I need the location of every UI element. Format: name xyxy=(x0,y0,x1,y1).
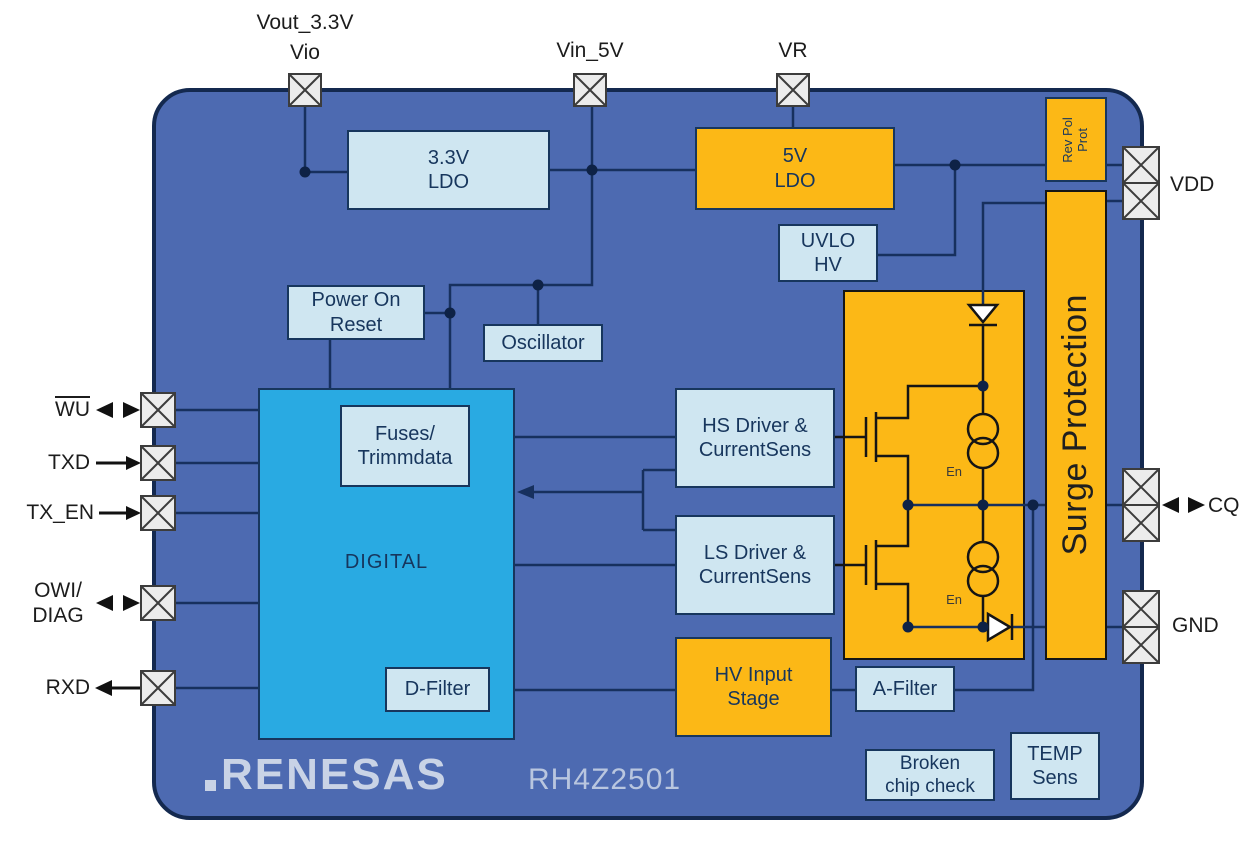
ls-current-source-icon xyxy=(966,564,1000,598)
pin-tx-en xyxy=(140,495,176,531)
logo-text: RENESAS xyxy=(221,750,448,799)
pin-gnd xyxy=(1122,590,1160,664)
pin-label-vout: Vout_3.3V xyxy=(256,11,354,34)
block-3v3-ldo-label: 3.3V LDO xyxy=(427,146,470,193)
pin-vin5v xyxy=(573,73,607,107)
rxd-output-arrow-icon xyxy=(95,680,141,696)
block-surge-protection: Surge Protection xyxy=(1045,190,1107,660)
hs-mosfet-source xyxy=(876,454,910,505)
pin-label-vio: Vio xyxy=(290,41,320,64)
output-stage-circuit xyxy=(835,303,1014,643)
wu-bidirectional-arrow-icon xyxy=(96,402,140,418)
junction-dots xyxy=(299,159,1039,633)
hs-current-source-icon xyxy=(966,436,1000,470)
pin-label-rxd: RXD xyxy=(45,676,90,699)
block-uvlo-hv: UVLO HV xyxy=(778,224,878,282)
block-5v-ldo: 5V LDO xyxy=(695,127,895,210)
ls-current-source-icon xyxy=(966,540,1000,574)
block-uvlo-hv-label: UVLO HV xyxy=(800,229,856,276)
pin-label-vr: VR xyxy=(778,39,808,62)
pin-label-vin5v: Vin_5V xyxy=(556,39,624,62)
pin-label-owi-diag: OWI/ DIAG xyxy=(32,579,84,628)
pin-label-vdd: VDD xyxy=(1170,173,1215,196)
tx-en-input-arrow-icon xyxy=(99,506,141,520)
pin-vdd xyxy=(1122,146,1160,220)
block-a-filter-label: A-Filter xyxy=(872,677,938,700)
pin-vio xyxy=(288,73,322,107)
pin-rxd xyxy=(140,670,176,706)
pin-label-gnd: GND xyxy=(1172,614,1219,637)
block-oscillator: Oscillator xyxy=(483,324,603,362)
block-a-filter: A-Filter xyxy=(855,666,955,712)
enable-label-hs: En xyxy=(946,464,962,479)
wires xyxy=(175,106,1123,692)
pin-pads xyxy=(140,73,1160,706)
pin-label-txd: TXD xyxy=(48,451,90,474)
top-diode-icon xyxy=(966,303,1000,327)
bottom-diode-icon xyxy=(986,611,1014,643)
block-temp-sens-label: TEMP Sens xyxy=(1027,742,1083,789)
pin-vr xyxy=(776,73,810,107)
pin-label-cq: CQ xyxy=(1208,494,1240,517)
block-hv-input-stage: HV Input Stage xyxy=(675,637,832,737)
block-ls-driver: LS Driver & CurrentSens xyxy=(675,515,835,615)
pin-cq xyxy=(1122,468,1160,542)
block-hv-input-stage-label: HV Input Stage xyxy=(714,663,793,710)
pin-wu xyxy=(140,392,176,428)
block-broken-chip-check-label: Broken chip check xyxy=(885,752,975,797)
owi-bidirectional-arrow-icon xyxy=(96,595,140,611)
hs-mosfet-gate xyxy=(835,412,878,462)
block-fuses-trimmdata-label: Fuses/ Trimmdata xyxy=(357,422,453,469)
block-broken-chip-check: Broken chip check xyxy=(865,749,995,801)
pin-owi-diag xyxy=(140,585,176,621)
pin-label-tx-en: TX_EN xyxy=(26,501,94,524)
block-oscillator-label: Oscillator xyxy=(501,331,585,354)
block-d-filter: D-Filter xyxy=(385,667,490,712)
renesas-logo: RENESAS xyxy=(205,750,448,800)
block-output-stage xyxy=(843,290,1025,660)
pin-label-wu: WU xyxy=(55,398,90,421)
block-power-on-reset-label: Power On Reset xyxy=(311,289,401,336)
part-number: RH4Z2501 xyxy=(528,763,682,796)
block-digital-label: DIGITAL xyxy=(344,551,429,573)
block-d-filter-label: D-Filter xyxy=(404,678,471,701)
block-power-on-reset: Power On Reset xyxy=(287,285,425,340)
block-3v3-ldo: 3.3V LDO xyxy=(347,130,550,210)
digital-feedback-arrow-icon xyxy=(517,485,534,499)
logo-square-mark xyxy=(205,780,216,791)
block-temp-sens: TEMP Sens xyxy=(1010,732,1100,800)
block-fuses-trimmdata: Fuses/ Trimmdata xyxy=(340,405,470,487)
block-rev-pol-prot: Rev Pol Prot xyxy=(1045,97,1107,182)
hs-mosfet-drain xyxy=(876,384,983,420)
ls-mosfet-source xyxy=(876,582,910,627)
block-hs-driver-label: HS Driver & CurrentSens xyxy=(698,414,812,461)
ls-mosfet-drain xyxy=(876,505,910,548)
txd-input-arrow-icon xyxy=(96,456,141,470)
pin-txd xyxy=(140,445,176,481)
ls-mosfet-gate xyxy=(835,540,878,590)
block-ls-driver-label: LS Driver & CurrentSens xyxy=(698,541,812,588)
enable-label-ls: En xyxy=(946,592,962,607)
pin-arrows xyxy=(95,402,1205,696)
hs-current-source-icon xyxy=(966,412,1000,446)
block-5v-ldo-label: 5V LDO xyxy=(774,145,816,192)
block-hs-driver: HS Driver & CurrentSens xyxy=(675,388,835,488)
cq-bidirectional-arrow-icon xyxy=(1162,497,1205,513)
